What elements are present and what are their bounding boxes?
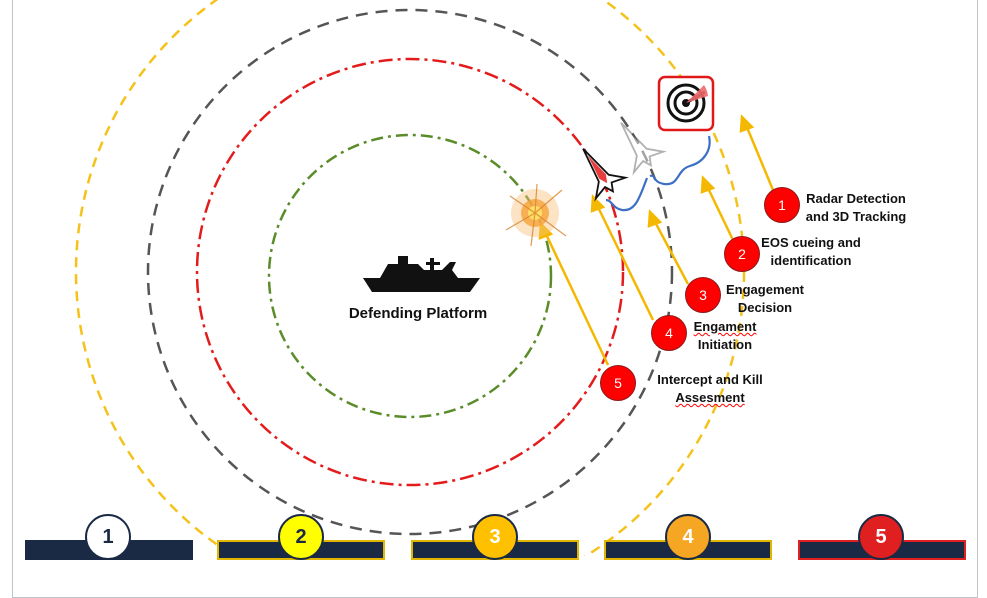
step-1-label: Radar Detection and 3D Tracking [800, 190, 912, 226]
step-1-line1: Radar Detection [806, 191, 906, 206]
step-2-label: EOS cueing and identification [758, 234, 864, 270]
drone-icon [582, 148, 629, 202]
arrow-step-4 [590, 194, 655, 321]
step-3-label: Engagement Decision [720, 281, 810, 317]
step-5-line1: Intercept and Kill [657, 372, 763, 387]
engagement-ring [195, 57, 625, 487]
step-4-line1: Engament [693, 319, 757, 334]
inner-kill-ring [267, 133, 553, 419]
outer-detection-ring [74, 0, 746, 556]
defending-platform-label: Defending Platform [348, 305, 488, 322]
stage-3-circle: 3 [472, 514, 518, 560]
step-3-line1: Engagement [725, 282, 804, 297]
eos-wave [605, 177, 649, 212]
step-3-line2: Decision [737, 300, 793, 315]
stage-2-circle: 2 [278, 514, 324, 560]
step-2-circle: 2 [724, 236, 760, 272]
step-5-label: Intercept and Kill Assesment [650, 371, 770, 407]
stage-5-circle: 5 [858, 514, 904, 560]
step-1-line2: and 3D Tracking [805, 209, 907, 224]
engagement-diagram [74, 0, 775, 556]
step-4-label: Engament Initiation [685, 318, 765, 354]
arrow-step-1 [739, 114, 775, 191]
radar-wave [649, 135, 711, 186]
explosion-icon [505, 183, 567, 247]
step-2-line1: EOS cueing and [761, 235, 861, 250]
step-1-circle: 1 [764, 187, 800, 223]
arrow-step-3 [647, 209, 690, 285]
step-2-line2: identification [770, 253, 852, 268]
arrow-step-2 [700, 175, 735, 241]
step-5-circle: 5 [600, 365, 636, 401]
ship-icon [363, 256, 480, 292]
drone-ghost-icon [620, 122, 667, 176]
slide-frame [12, 0, 978, 598]
stage-4-circle: 4 [665, 514, 711, 560]
step-4-line2: Initiation [697, 337, 753, 352]
step-4-circle: 4 [651, 315, 687, 351]
arrow-step-5 [538, 221, 610, 366]
eos-ring [146, 8, 674, 536]
stage-1-circle: 1 [85, 514, 131, 560]
step-5-line2: Assesment [675, 390, 745, 405]
radar-icon [657, 75, 715, 132]
step-3-circle: 3 [685, 277, 721, 313]
